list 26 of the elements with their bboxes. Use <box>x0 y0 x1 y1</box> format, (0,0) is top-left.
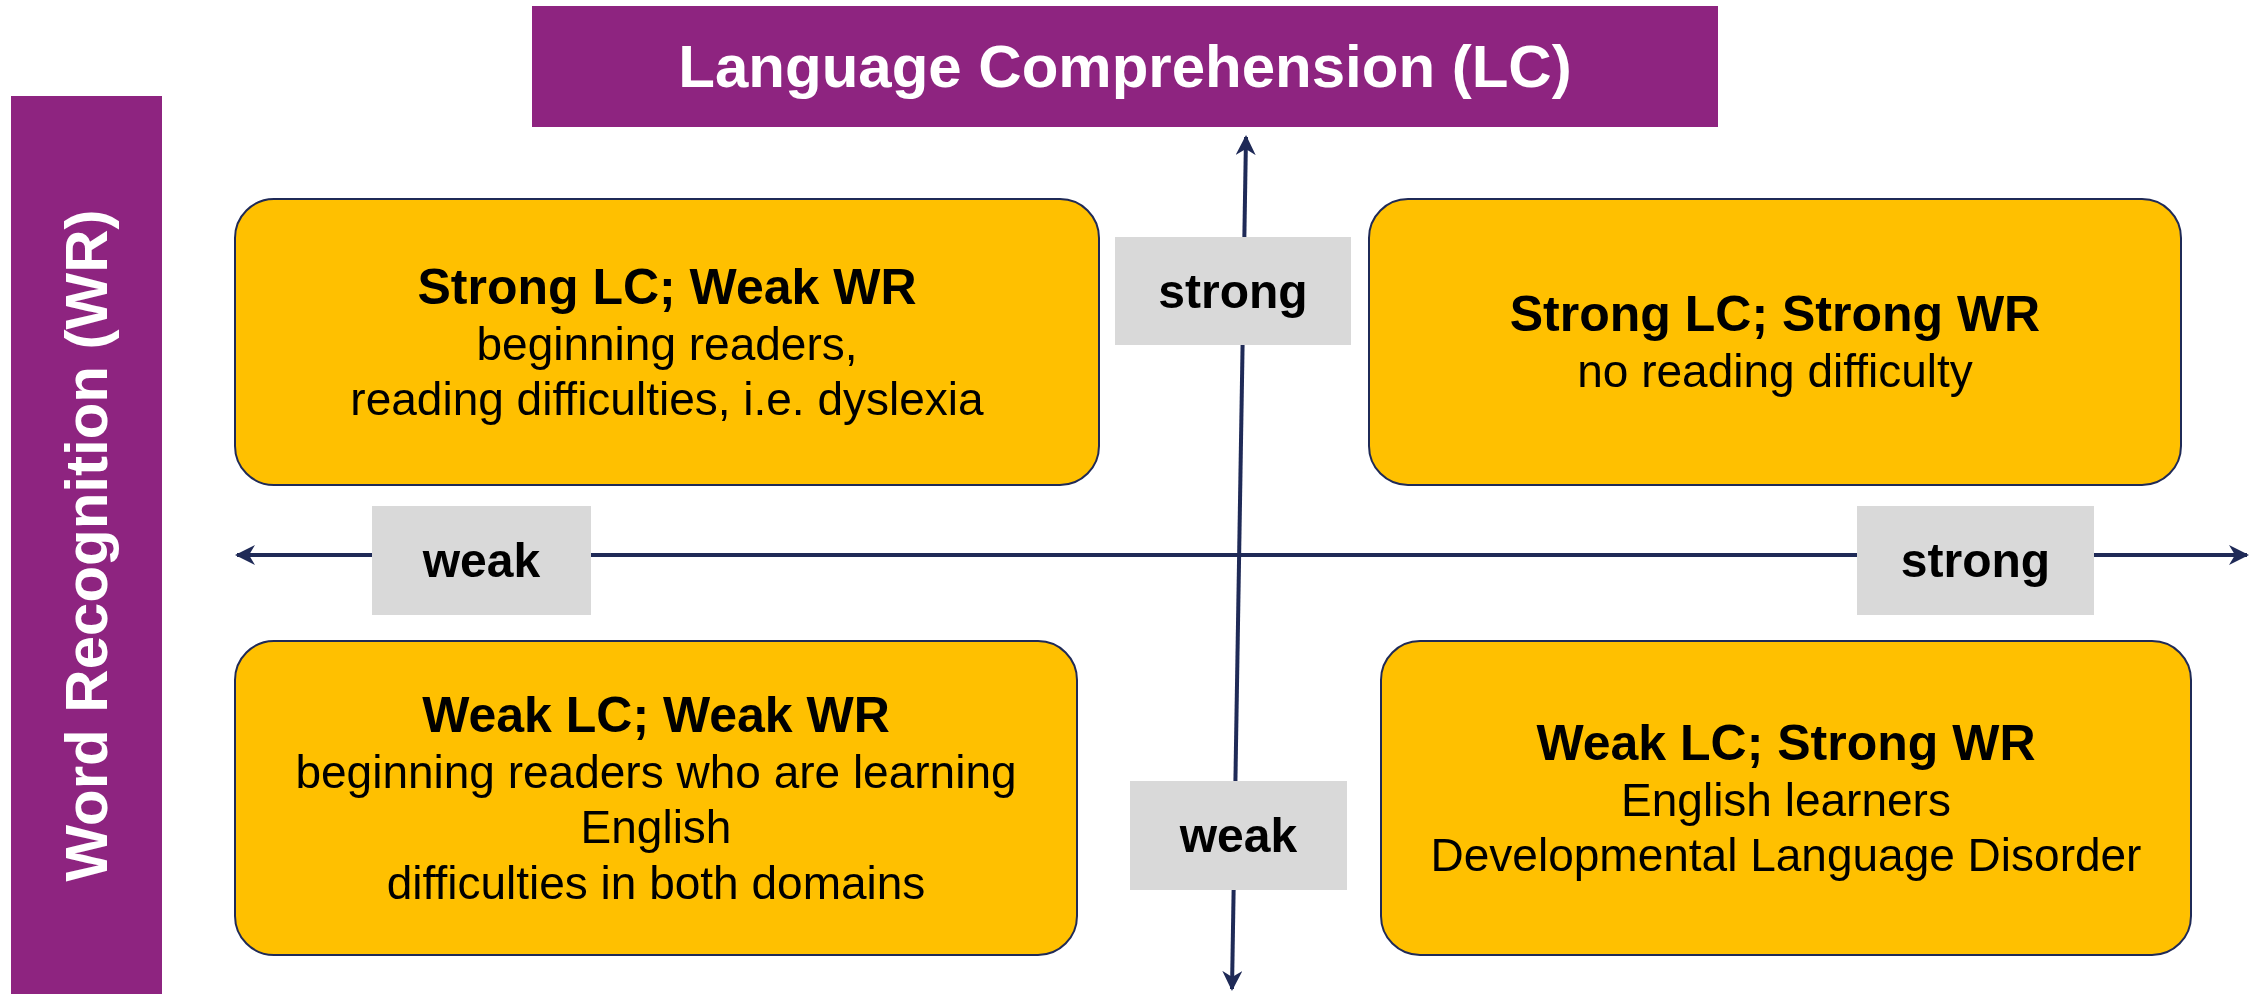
quadrant-heading: Weak LC; Weak WR <box>422 686 890 746</box>
quadrant-description: Developmental Language Disorder <box>1430 828 2142 883</box>
axis-title-banner <box>11 96 162 994</box>
quadrant-heading: Strong LC; Strong WR <box>1509 285 2041 345</box>
quadrant-box <box>1380 640 2192 956</box>
axis-label-tag <box>1130 781 1347 890</box>
quadrant-description: beginning readers, <box>476 316 858 372</box>
quadrant-description: no reading difficulty <box>1577 344 1973 400</box>
axis-title: Word Recognition (WR) <box>52 208 121 882</box>
quadrant-description: English learners <box>1621 772 1951 828</box>
axis-label-tag <box>372 506 591 615</box>
quadrant-description: reading difficulties, i.e. dyslexia <box>350 372 984 427</box>
quadrant-box <box>234 640 1078 956</box>
axis-label: weak <box>422 533 541 588</box>
axis-label: strong <box>1158 263 1308 319</box>
axis-title-banner <box>532 6 1718 127</box>
axis-title: Language Comprehension (LC) <box>678 32 1572 101</box>
axis-label-tag <box>1857 506 2094 615</box>
quadrant-box <box>234 198 1100 486</box>
axis-label-tag <box>1115 237 1351 345</box>
quadrant-heading: Strong LC; Weak WR <box>417 257 917 317</box>
quadrant-heading: Weak LC; Strong WR <box>1536 713 2036 773</box>
quadrant-box <box>1368 198 2182 486</box>
axis-label: strong <box>1900 533 2051 588</box>
quadrant-description: difficulties in both domains <box>386 855 926 911</box>
axis-label: weak <box>1179 808 1298 863</box>
